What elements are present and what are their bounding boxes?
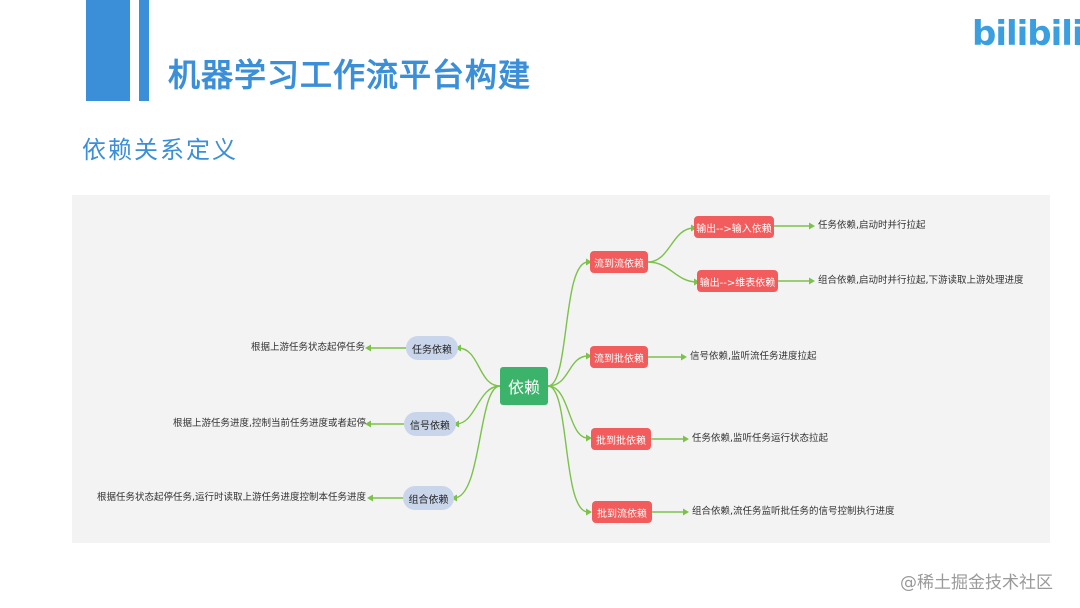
- leaf-stream-to-batch-desc: 信号依赖,监听流任务进度拉起: [690, 351, 817, 362]
- leaf-combined-dep-desc: 根据任务状态起停任务,运行时读取上游任务进度控制本任务进度: [97, 492, 367, 503]
- node-task-dep: 任务依赖: [406, 336, 458, 360]
- page-title: 机器学习工作流平台构建: [168, 56, 532, 94]
- header-accent-bar-wide: [86, 0, 130, 101]
- watermark: @稀土掘金技术社区: [900, 573, 1053, 593]
- node-batch-to-batch: 批到批依赖: [591, 428, 651, 450]
- node-stream-to-batch: 流到批依赖: [590, 346, 648, 368]
- node-signal-dep: 信号依赖: [404, 412, 456, 436]
- mindmap-panel: [72, 195, 1050, 543]
- bilibili-logo: bilibili: [972, 14, 1080, 54]
- header-accent-bar-narrow: [139, 0, 149, 101]
- leaf-output-dimtable-desc: 组合依赖,启动时并行拉起,下游读取上游处理进度: [818, 275, 1024, 286]
- node-output-input-dep: 输出-->输入依赖: [694, 216, 774, 238]
- leaf-batch-to-batch-desc: 任务依赖,监听任务运行状态拉起: [692, 433, 829, 444]
- leaf-batch-to-stream-desc: 组合依赖,流任务监听批任务的信号控制执行进度: [692, 506, 895, 517]
- node-batch-to-stream: 批到流依赖: [592, 501, 652, 523]
- section-subtitle: 依赖关系定义: [82, 136, 238, 164]
- node-combined-dep: 组合依赖: [403, 486, 454, 510]
- leaf-signal-dep-desc: 根据上游任务进度,控制当前任务进度或者起停: [173, 418, 367, 429]
- node-stream-to-stream: 流到流依赖: [590, 251, 648, 273]
- node-output-dimtable-dep: 输出-->维表依赖: [697, 270, 778, 292]
- leaf-task-dep-desc: 根据上游任务状态起停任务: [251, 342, 366, 353]
- leaf-output-input-desc: 任务依赖,启动时并行拉起: [818, 220, 926, 231]
- root-node: 依赖: [500, 367, 548, 405]
